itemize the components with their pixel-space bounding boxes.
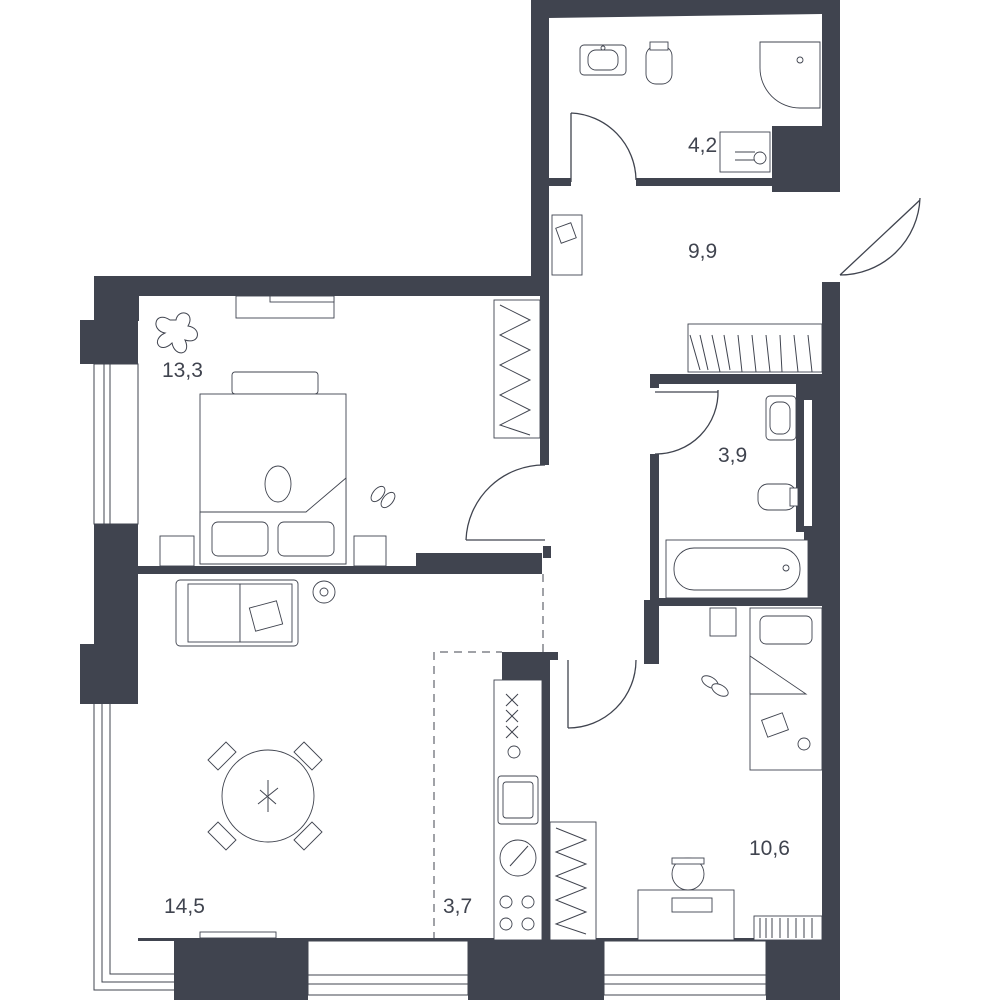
bathroom-furniture — [665, 395, 809, 599]
wall-top-slanted — [531, 0, 840, 36]
area-label-bedroom-main: 13,3 — [162, 359, 203, 382]
stove-burners-icon — [505, 693, 519, 739]
wall-bath-bottom — [650, 598, 822, 606]
wall-kitchen-right — [542, 660, 550, 940]
chair-2 — [293, 741, 323, 771]
area-label-bathroom-small: 4,2 — [688, 134, 717, 157]
cat-icon — [264, 465, 292, 503]
wall-wc-left — [531, 0, 549, 290]
wall-wc-shaft-inner — [786, 140, 808, 178]
window-left-2 — [93, 704, 174, 991]
kitchen-furniture — [493, 679, 543, 941]
wall-bedroom-top — [94, 276, 549, 296]
wall-left-pillar-2 — [94, 524, 138, 644]
wc-toilet — [645, 45, 673, 85]
wall-bottom-thin — [138, 938, 840, 941]
wall-bottom-1 — [174, 940, 308, 1000]
area-label-living-room: 14,5 — [164, 895, 205, 918]
wall-right-outer — [822, 282, 840, 1000]
wall-bedroom-right — [540, 290, 549, 465]
tv-stand — [199, 931, 277, 939]
slippers-icon — [370, 485, 386, 503]
desk — [637, 889, 735, 941]
chair-4 — [293, 821, 323, 851]
wall-bottom-3 — [766, 940, 840, 1000]
wall-bedroom-bottom — [138, 566, 416, 574]
pillow-right — [277, 521, 335, 557]
centerpiece-icon — [257, 780, 279, 812]
wall-left-pillar-3 — [80, 644, 138, 704]
laptop-icon — [248, 600, 284, 632]
area-label-kitchen: 3,7 — [443, 895, 472, 918]
bedroom-furniture — [155, 295, 541, 567]
window-left-1 — [93, 363, 139, 525]
bedroom2-wardrobe — [549, 821, 597, 941]
toy-icon — [761, 712, 789, 738]
hob-1 — [499, 895, 513, 909]
nightstand-left — [159, 535, 195, 567]
wall-wc-shaft — [772, 126, 822, 192]
wall-bath-top — [650, 374, 822, 384]
window-bottom-2 — [603, 940, 767, 996]
bedroom-wardrobe — [493, 299, 541, 439]
area-labels: 4,2 9,9 13,3 3,9 14,5 3,7 10,6 — [162, 134, 790, 918]
nightstand-right — [353, 535, 387, 567]
wall-bottom-2 — [468, 940, 604, 1000]
area-label-bedroom-second: 10,6 — [749, 837, 790, 860]
bedroom2-furniture — [549, 607, 823, 941]
window-bottom-1 — [307, 940, 469, 996]
wall-bath-shaft2 — [804, 530, 822, 600]
doors — [433, 112, 921, 940]
windows — [93, 363, 767, 996]
furniture — [155, 41, 823, 941]
kitchen-zone-line — [433, 651, 502, 940]
bed-headboard — [231, 371, 319, 395]
door-bedroom — [465, 464, 546, 541]
wc-furniture — [579, 41, 821, 173]
small-box — [709, 607, 737, 637]
chair-1 — [207, 741, 237, 771]
door-entrance — [839, 197, 921, 276]
wall-bedroom-bottom-stub — [543, 546, 551, 558]
kitchen-plate — [499, 839, 537, 877]
area-label-bathroom: 3,9 — [718, 444, 747, 467]
wall-bath-left — [650, 454, 659, 664]
door-wc — [570, 112, 637, 182]
wall-wc-bottom — [636, 178, 786, 186]
pillow-left — [211, 521, 269, 557]
wall-left-upper — [94, 276, 139, 321]
wall-bedroom2-top-left — [644, 600, 656, 664]
living-furniture — [175, 579, 336, 939]
wall-left-pillar-1 — [80, 320, 138, 364]
wc-shower — [759, 41, 821, 109]
plant-icon — [155, 312, 198, 354]
wall-wc-right — [822, 14, 840, 192]
wall-wc-stub — [549, 178, 571, 186]
walls — [80, 0, 840, 1000]
door-bedroom2 — [567, 659, 637, 729]
area-label-hallway: 9,9 — [688, 240, 717, 263]
chair-3 — [207, 821, 237, 851]
door-bathroom — [654, 389, 719, 455]
wall-bedroom-bottom-thick — [416, 553, 542, 574]
wall-bath-left-stub — [650, 374, 659, 388]
